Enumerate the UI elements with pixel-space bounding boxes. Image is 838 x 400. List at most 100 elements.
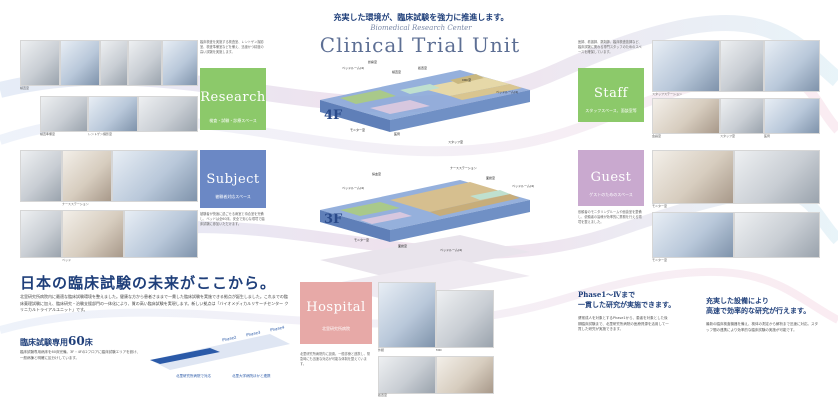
corridor-photo-left: [138, 96, 198, 132]
facility-section-heading-1: 充実した設備により: [706, 296, 769, 305]
hospital-label: Hospital: [306, 300, 366, 315]
xray-caption: レントゲン撮影室: [88, 132, 113, 136]
staff-photo-1: [720, 40, 764, 92]
research-card: Research 検査・試験・診療スペース: [200, 68, 266, 130]
staff-room-photo: [720, 98, 764, 134]
research-description: 臨床検査を実施する検査室、レントゲン撮影室、検査準備室などを備え、迅速かつ精度の…: [200, 40, 264, 54]
beds-label: 臨床試験専用: [20, 337, 68, 347]
facility-section-heading: 充実した設備により 高速で効率的な研究が行えます。: [706, 296, 810, 316]
interview-room-photo: [734, 150, 820, 204]
ward-photo: [124, 210, 198, 258]
phase-section-heading-2: 一貫した研究が実施できます。: [578, 300, 676, 309]
f3-annotation: ナースステーション: [450, 166, 477, 170]
subject-caption: 被験者対応スペース: [215, 194, 251, 199]
beds-description: 臨床試験専用病床を60床完備。3F・4Fの2フロアに臨床試験エリアを設け、一般病…: [20, 350, 140, 360]
mri-photo: [436, 290, 494, 348]
hospital-description: 北里研究所病院内に設置。一般診療と連携し、緊急時にも迅速な対応が可能な体制を整え…: [300, 352, 371, 366]
f4-annotation: モニター室: [350, 128, 366, 132]
subject-label: Subject: [206, 172, 260, 187]
header-title: Clinical Trial Unit: [319, 33, 521, 57]
xray-photo: [88, 96, 138, 132]
bed-photo: [62, 210, 124, 258]
f4-annotation: ベッドルーム(4): [342, 66, 365, 70]
staff-label: Staff: [593, 86, 628, 101]
prep-photo: [60, 40, 100, 86]
floor-3f-label: 3F: [324, 212, 343, 227]
phase-section-body: 健常成人を対象とするPhase1から、患者を対象とした後期臨床試験まで、北里研究…: [578, 316, 669, 331]
hospital-exterior-caption: 外観: [378, 348, 385, 352]
bedroom-photo: [112, 150, 198, 202]
office-caption: 医局: [764, 134, 771, 138]
f4-annotation: 医局: [394, 132, 401, 136]
staff-card: Staff スタッフスペース、面談室等: [578, 68, 644, 122]
f3-annotation: 面談室: [486, 176, 496, 180]
header-tagline: 充実した環境が、臨床試験を強力に推進します。: [333, 12, 509, 22]
f3-annotation: ベッドルーム(4): [342, 186, 365, 190]
floor-3f-plan: [320, 180, 530, 242]
corridor-photo: [20, 150, 62, 202]
monitor-room-photo-2: [652, 212, 734, 258]
floor-plans: [320, 70, 530, 300]
hospital-caption: 北里研究所病院: [322, 326, 350, 331]
nurse-station-caption: ナースステーション: [62, 202, 89, 206]
f3-annotation: ベッドルーム(4): [440, 248, 463, 252]
phase-note-left: 北里研究所病院で対応: [176, 374, 211, 378]
f4-annotation: スタッフ室: [448, 140, 464, 144]
monitor-room-caption: モニター室: [652, 204, 668, 208]
main-body: 北里研究所病院内に最適な臨床試験環境を整えました。健康な方から患者さままで一貫し…: [20, 294, 289, 312]
staff-station-caption: スタッフステーション: [652, 92, 682, 96]
hospital-card: Hospital 北里研究所病院: [300, 282, 372, 344]
f4-annotation: ベッドルーム(4): [496, 90, 519, 94]
office-photo: [764, 98, 820, 134]
guest-description: 依頼者のモニタリングルームや面談室を整備し、依頼者の皆様が効率的に業務を行える環…: [578, 210, 642, 224]
f3-annotation: 面談室: [398, 244, 408, 248]
beds-value: 60: [68, 334, 85, 348]
beds-heading: 臨床試験専用60床: [20, 334, 93, 348]
f4-annotation: CRC室: [462, 78, 472, 82]
subject-card: Subject 被験者対応スペース: [200, 150, 266, 208]
staff-station-photo: [652, 40, 720, 92]
phase-section-heading: Phase1～Ⅳまで 一貫した研究が実施できます。: [578, 290, 675, 310]
phase-section-heading-1: Phase1～Ⅳまで: [578, 290, 636, 299]
facility-section-body: 最新の臨床検査機器を備え、検体の測定から解析まで迅速に対応。スタッフ間の連携によ…: [706, 322, 818, 332]
facility-section-heading-2: 高速で効率的な研究が行えます。: [706, 306, 811, 315]
header-subtitle: Biomedical Research Center: [370, 24, 472, 32]
monitor-room-photo: [652, 150, 734, 204]
hospital-exterior-photo: [378, 282, 436, 348]
beds-unit: 床: [84, 337, 93, 347]
staff-room-caption: スタッフ室: [720, 134, 736, 138]
bed-caption: ベッド: [62, 258, 72, 262]
floor-4f-label: 4F: [324, 108, 343, 123]
floor-4f-plan: [320, 70, 530, 132]
staff-description: 医師、看護師、薬剤師、臨床検査技師など、臨床試験に関わる専門スタッフのためのスペ…: [578, 40, 642, 54]
nurse-station-photo: [62, 150, 112, 202]
lab-photo: [20, 40, 60, 86]
f4-annotation: 処置室: [418, 66, 428, 70]
prep-room-photo: [40, 96, 88, 132]
staff-photo-2: [764, 40, 820, 92]
f3-annotation: モニター室: [354, 238, 370, 242]
guest-card: Guest ゲストのためのスペース: [578, 150, 644, 206]
prep-room-caption: 検査準備室: [40, 132, 56, 136]
meeting-room-caption: 会議室: [652, 134, 662, 138]
mri-caption: MRI: [436, 348, 442, 352]
subject-description: 被験者が快適に過ごせる病室と待合室を完備し、ベッドは全60床。安全で安心な環境で…: [200, 212, 265, 226]
phase-note-right: 北里大学病院ほかと連携: [232, 374, 271, 378]
phase-arrows: [150, 334, 290, 370]
treatment-caption: 処置室: [378, 393, 388, 397]
guest-caption: ゲストのためのスペース: [589, 192, 633, 197]
lab-equipment-photo: [128, 40, 162, 86]
hospital-photo-2: [378, 356, 436, 394]
research-caption: 検査・試験・診療スペース: [209, 118, 257, 123]
equipment-photo: [100, 40, 128, 86]
lab-photo-caption: 検査室: [20, 86, 30, 90]
f4-annotation: 診察室: [368, 60, 378, 64]
f3-annotation: 採血室: [372, 172, 382, 176]
hallway-photo: [20, 210, 62, 258]
main-headline: 日本の臨床試験の未来がここから。: [20, 274, 277, 292]
guest-label: Guest: [590, 170, 632, 185]
meeting-room-photo: [652, 98, 720, 134]
staff-photo-left: [162, 40, 198, 86]
treatment-photo: [436, 356, 494, 394]
